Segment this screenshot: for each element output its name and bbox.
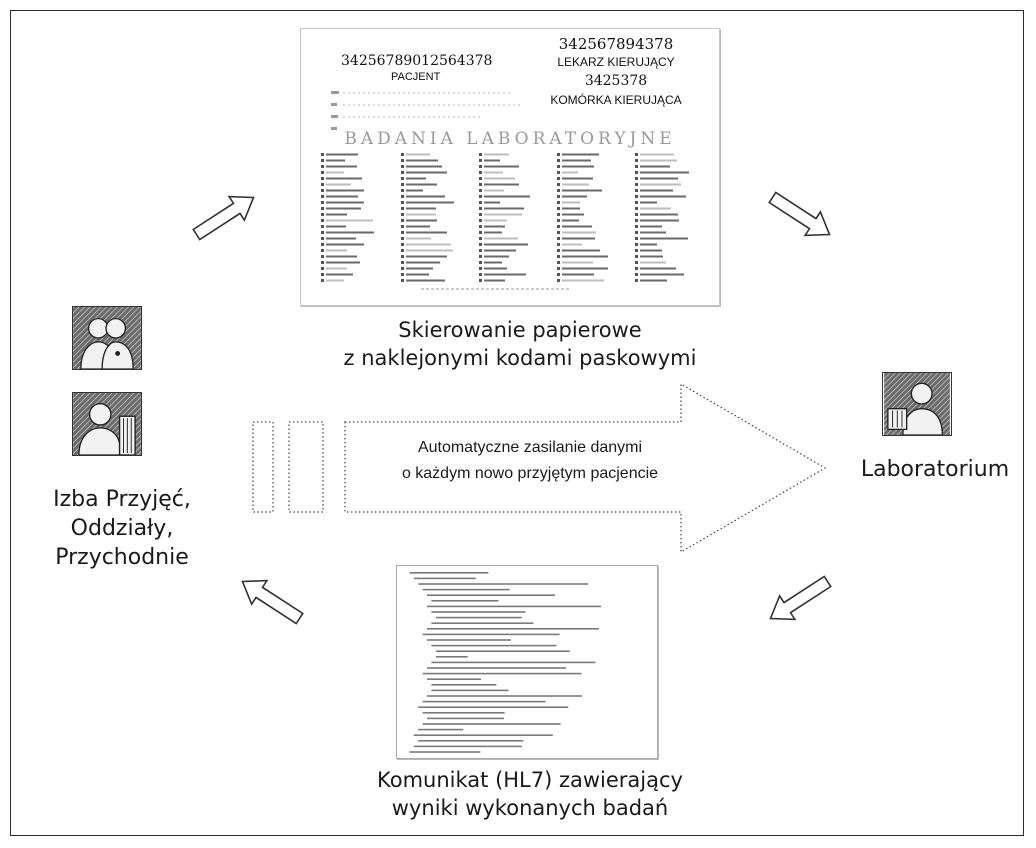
flow-caption-line2: o każdym nowo przyjętym pacjencie — [401, 465, 659, 482]
referral-caption-line2: z naklejonymi kodami paskowymi — [343, 346, 697, 370]
arrow-to-message-icon — [769, 575, 832, 621]
flow-caption: Automatyczne zasilanie danymi o każdym n… — [350, 435, 710, 487]
referral-caption: Skierowanie papierowe z naklejonymi koda… — [300, 316, 740, 372]
message-caption: Komunikat (HL7) zawierający wyniki wykon… — [330, 766, 730, 822]
hl7-message-document — [396, 565, 658, 759]
doctor-barcode-number: 342567894378 — [558, 35, 674, 53]
form-footer-line — [421, 288, 571, 290]
flow-caption-line1: Automatyczne zasilanie danymi — [417, 439, 643, 456]
arrow-to-referral-icon — [192, 195, 255, 241]
message-caption-line2: wyniki wykonanych badań — [391, 796, 669, 820]
two-people-icon — [72, 306, 142, 370]
laboratory-caption: Laboratorium — [860, 457, 1010, 482]
lab-tests-checklist — [321, 153, 689, 282]
paper-referral-document: 34256789012564378 PACJENT 342567894378 L… — [300, 28, 720, 306]
data-flow-arrow — [252, 382, 827, 554]
flow-arrow-body — [344, 382, 827, 554]
lab-technician-icon — [882, 372, 952, 436]
flow-arrow-stripe-1 — [252, 421, 274, 513]
patient-label: PACJENT — [391, 71, 441, 83]
departments-caption-line3: Przychodnie — [55, 545, 189, 570]
departments-caption: Izba Przyjęć, Oddziały, Przychodnie — [22, 485, 222, 572]
unit-label: KOMÓRKA KIERUJĄCA — [550, 93, 682, 107]
flow-arrow-stripe-2 — [288, 421, 324, 513]
form-title: BADANIA LABORATORYJNE — [344, 129, 676, 149]
form-fill-lines — [331, 91, 521, 130]
departments-caption-line2: Oddziały, — [70, 516, 174, 541]
person-at-shelf-icon — [72, 392, 142, 456]
patient-barcode-number: 34256789012564378 — [341, 53, 493, 69]
referral-caption-line1: Skierowanie papierowe — [398, 318, 642, 342]
unit-barcode-number: 3425378 — [584, 73, 648, 89]
hl7-message-content — [409, 572, 601, 753]
doctor-label: LEKARZ KIERUJĄCY — [557, 55, 675, 69]
message-caption-line1: Komunikat (HL7) zawierający — [377, 768, 683, 792]
arrow-to-laboratory-icon — [768, 191, 831, 237]
departments-caption-line1: Izba Przyjęć, — [53, 487, 191, 512]
arrow-to-departments-icon — [241, 579, 304, 625]
